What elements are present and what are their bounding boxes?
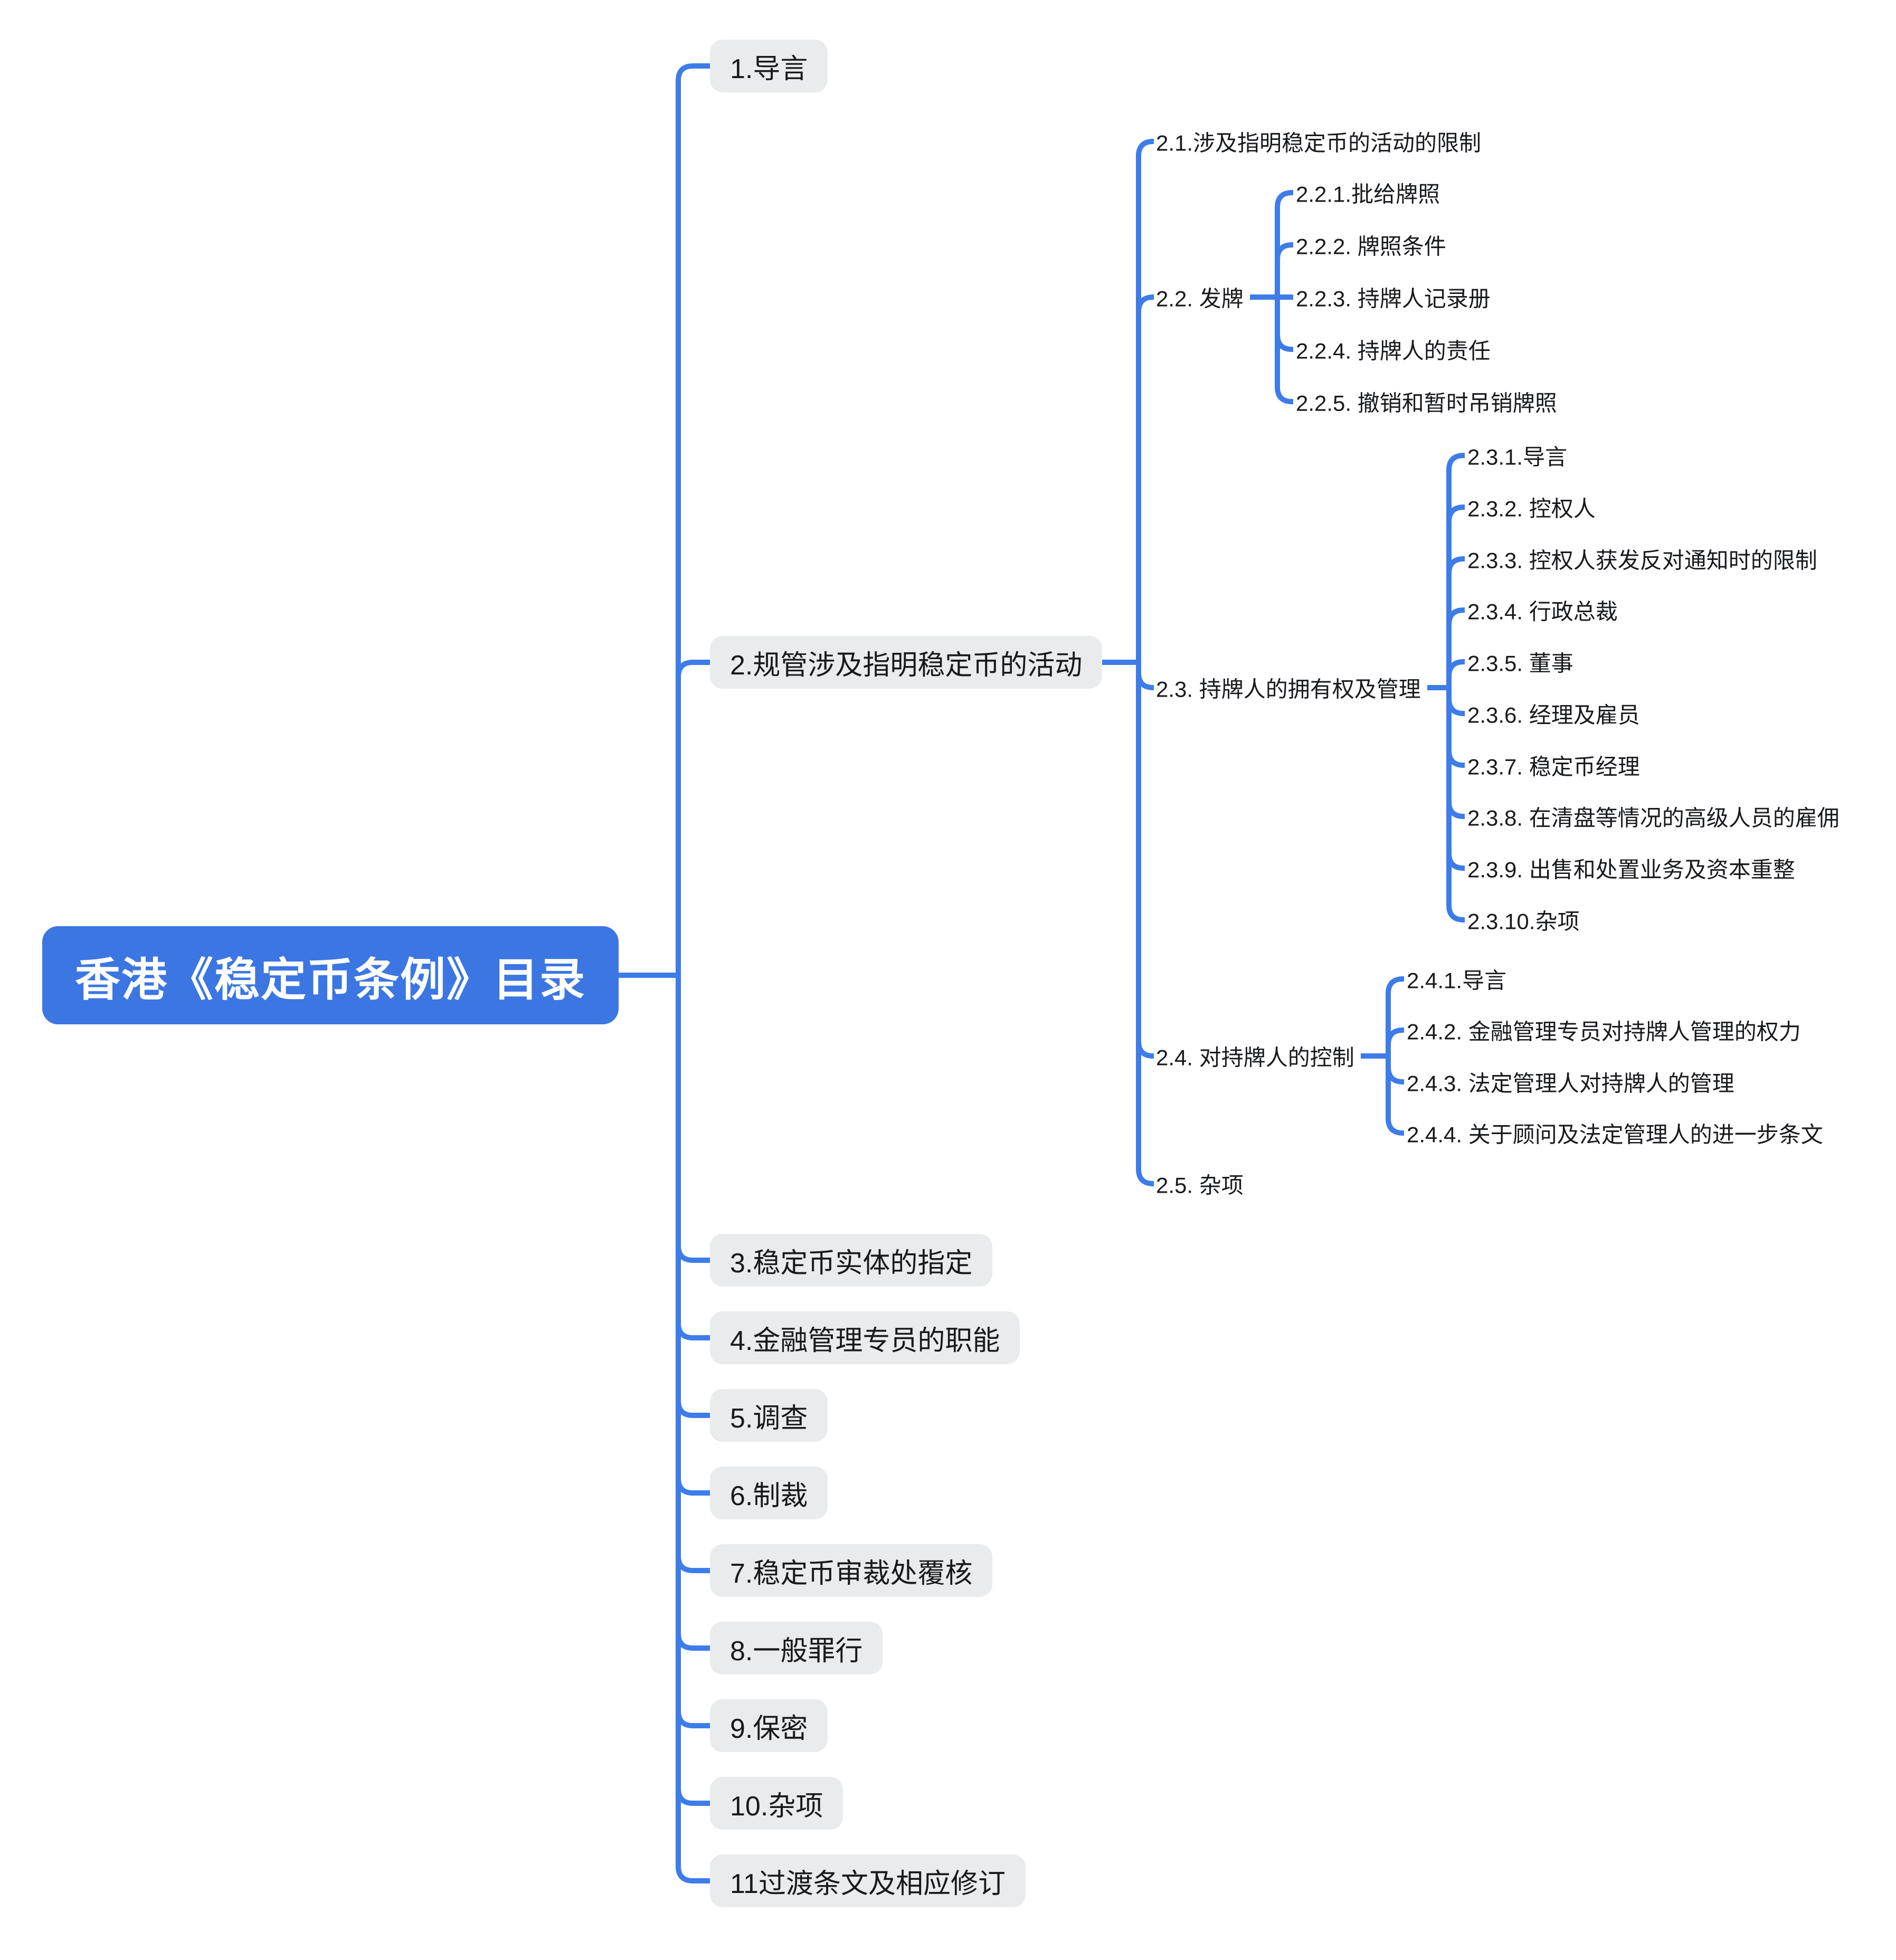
node-2-4-4[interactable]: 2.4.4. 关于顾问及法定管理人的进一步条文 [1407, 1122, 1823, 1147]
node-2-2-1[interactable]: 2.2.1.批给牌照 [1296, 182, 1440, 207]
node-2-4[interactable]: 2.4. 对持牌人的控制 [1156, 1045, 1354, 1070]
node-9[interactable]: 9.保密 [710, 1699, 828, 1752]
node-5[interactable]: 5.调查 [710, 1389, 828, 1442]
node-2[interactable]: 2.规管涉及指明稳定币的活动 [710, 636, 1103, 689]
node-7[interactable]: 7.稳定币审裁处覆核 [710, 1544, 993, 1597]
node-2-3-9[interactable]: 2.3.9. 出售和处置业务及资本重整 [1467, 857, 1795, 882]
node-1[interactable]: 1.导言 [710, 40, 828, 92]
node-2-3-8[interactable]: 2.3.8. 在清盘等情况的高级人员的雇佣 [1467, 805, 1840, 831]
node-2-3-4[interactable]: 2.3.4. 行政总裁 [1467, 599, 1618, 624]
connector-lines [618, 63, 1466, 1883]
node-3[interactable]: 3.稳定币实体的指定 [710, 1234, 993, 1287]
node-2-5[interactable]: 2.5. 杂项 [1156, 1173, 1244, 1198]
node-10[interactable]: 10.杂项 [710, 1777, 843, 1830]
node-11[interactable]: 11过渡条文及相应修订 [710, 1854, 1026, 1907]
node-4[interactable]: 4.金融管理专员的职能 [710, 1311, 1020, 1364]
node-2-2-2[interactable]: 2.2.2. 牌照条件 [1296, 234, 1446, 259]
node-2-3-5[interactable]: 2.3.5. 董事 [1467, 651, 1573, 676]
node-2-2-4[interactable]: 2.2.4. 持牌人的责任 [1296, 338, 1491, 364]
node-2-1[interactable]: 2.1.涉及指明稳定币的活动的限制 [1156, 130, 1482, 156]
node-2-3-7[interactable]: 2.3.7. 稳定币经理 [1467, 754, 1640, 779]
root-node-label: 香港《稳定币条例》目录 [75, 954, 586, 1005]
node-2-2-5[interactable]: 2.2.5. 撤销和暂时吊销牌照 [1296, 391, 1557, 416]
node-2-3-2[interactable]: 2.3.2. 控权人 [1467, 496, 1596, 521]
root-node[interactable]: 香港《稳定币条例》目录 [42, 926, 619, 1024]
node-2-3-3[interactable]: 2.3.3. 控权人获发反对通知时的限制 [1467, 548, 1817, 573]
node-6[interactable]: 6.制裁 [710, 1467, 828, 1519]
node-2-4-3[interactable]: 2.4.3. 法定管理人对持牌人的管理 [1407, 1071, 1734, 1096]
node-8[interactable]: 8.一般罪行 [710, 1622, 883, 1674]
node-2-3[interactable]: 2.3. 持牌人的拥有权及管理 [1156, 677, 1421, 702]
node-2-4-2[interactable]: 2.4.2. 金融管理专员对持牌人管理的权力 [1407, 1019, 1801, 1044]
node-2-3-10[interactable]: 2.3.10.杂项 [1467, 909, 1580, 934]
node-2-2[interactable]: 2.2. 发牌 [1156, 286, 1244, 311]
node-2-4-1[interactable]: 2.4.1.导言 [1407, 968, 1507, 993]
node-2-3-1[interactable]: 2.3.1.导言 [1467, 444, 1568, 470]
node-2-2-3[interactable]: 2.2.3. 持牌人记录册 [1296, 286, 1491, 311]
node-2-3-6[interactable]: 2.3.6. 经理及雇员 [1467, 702, 1640, 728]
